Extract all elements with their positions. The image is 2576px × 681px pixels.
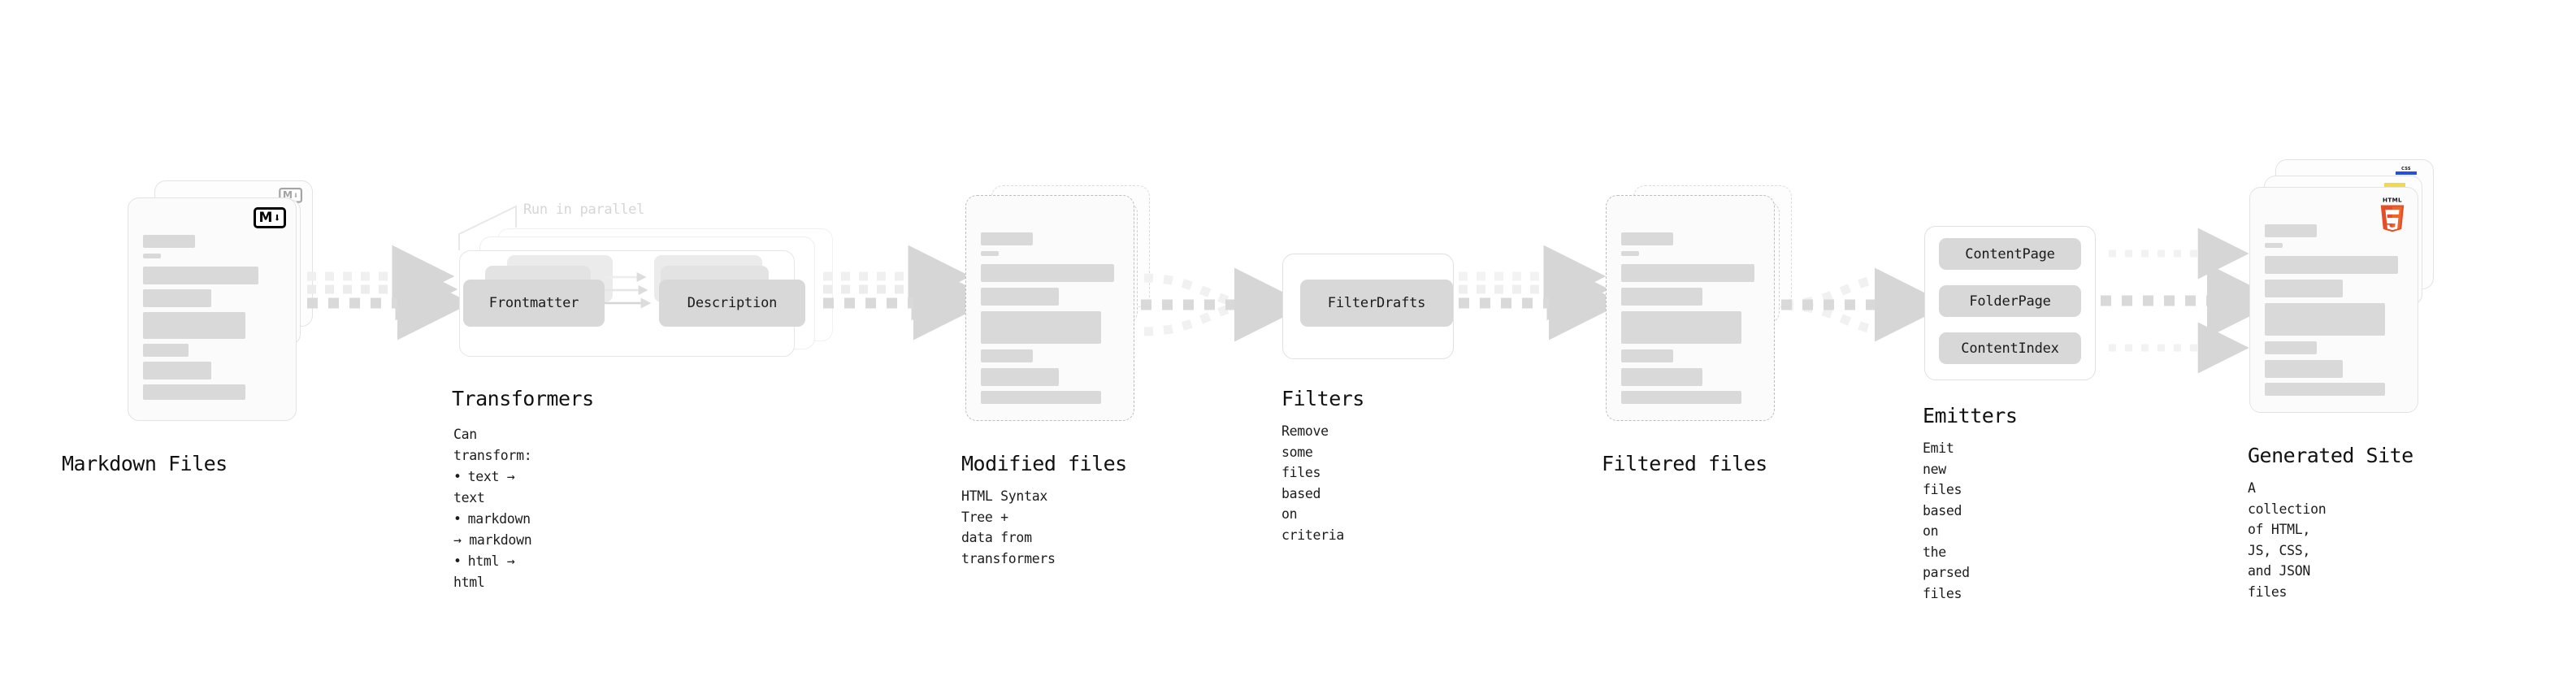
skeleton-bar — [1621, 232, 1673, 245]
skeleton-bar — [1621, 349, 1673, 362]
stage-subtitle-emitters: Emit new files based on the parsed files — [1923, 440, 1970, 601]
css-icon: CSS — [2396, 167, 2417, 176]
stage-title-transformers: Transformers — [452, 387, 594, 410]
skeleton-bar — [143, 384, 245, 400]
skeleton-bar — [981, 311, 1101, 344]
connector-transformers-to-modified — [823, 245, 987, 340]
skeleton-bar — [981, 264, 1114, 282]
stage-subtitle-generated-site: A collection of HTML, JS, CSS, and JSON … — [2248, 480, 2327, 600]
stage-subtitle-filters: Remove some files based on criteria — [1281, 423, 1345, 543]
emitter-node-contentpage[interactable]: ContentPage — [1939, 238, 2081, 270]
stage-title-generated-site: Generated Site — [2248, 444, 2413, 467]
skeleton-bar — [1621, 251, 1639, 256]
connector-emitters-to-site — [2101, 228, 2281, 374]
markdown-icon: M ⬇ — [254, 207, 286, 228]
modified-card-front — [965, 195, 1134, 421]
emitter-node-folderpage[interactable]: FolderPage — [1939, 285, 2081, 317]
skeleton-bar — [981, 368, 1059, 386]
skeleton-bar — [1621, 391, 1741, 404]
skeleton-bar — [143, 235, 195, 248]
skeleton-bar — [981, 391, 1101, 404]
skeleton-bar — [2265, 256, 2398, 274]
stage-title-markdown-files: Markdown Files — [62, 452, 228, 475]
transformer-inner-arrows — [605, 272, 652, 309]
skeleton-bar — [981, 349, 1033, 362]
css-icon-bar — [2396, 171, 2417, 175]
site-card-front: HTML — [2249, 187, 2418, 413]
skeleton-bar — [143, 312, 245, 339]
transformers-capabilities-list: text → text markdown → markdown html → h… — [453, 466, 532, 593]
skeleton-bar — [1621, 368, 1702, 386]
markdown-icon-arrow: ⬇ — [273, 210, 281, 225]
run-in-parallel-bracket — [458, 205, 517, 250]
html5-icon: HTML — [2380, 197, 2405, 232]
transformer-node-description[interactable]: Description — [659, 280, 805, 327]
connector-filtered-to-emitters — [1781, 267, 1949, 342]
transform-item: markdown → markdown — [453, 509, 532, 551]
stage-title-modified-files: Modified files — [961, 452, 1127, 475]
skeleton-bar — [143, 267, 258, 284]
skeleton-bar — [981, 232, 1033, 245]
stage-title-emitters: Emitters — [1923, 404, 2018, 427]
stage-title-filters: Filters — [1281, 387, 1364, 410]
markdown-icon-letter: M — [258, 209, 273, 226]
skeleton-bar — [143, 289, 211, 307]
transformers-capabilities: Can transform: text → text markdown → ma… — [453, 424, 532, 594]
skeleton-bar — [143, 254, 161, 258]
filtered-card-front — [1606, 195, 1775, 421]
skeleton-bar — [1621, 288, 1702, 306]
filter-node-filterdrafts[interactable]: FilterDrafts — [1300, 280, 1453, 327]
emitter-node-contentindex[interactable]: ContentIndex — [1939, 332, 2081, 364]
skeleton-bar — [2265, 224, 2317, 237]
skeleton-bar — [2265, 280, 2343, 297]
stage-title-filtered-files: Filtered files — [1602, 452, 1767, 475]
skeleton-bar — [2265, 303, 2385, 336]
transform-item: html → html — [453, 551, 531, 593]
transformers-capabilities-heading: Can transform: — [453, 427, 532, 464]
skeleton-bar — [2265, 243, 2283, 248]
skeleton-bar — [2265, 341, 2317, 354]
transformer-node-frontmatter[interactable]: Frontmatter — [463, 280, 605, 327]
skeleton-bar — [143, 362, 211, 380]
markdown-icon-arrow: ⬇ — [293, 189, 299, 201]
skeleton-bar — [1621, 264, 1754, 282]
connector-filters-to-filtered — [1459, 245, 1623, 340]
skeleton-bar — [2265, 383, 2385, 396]
css-icon-label: CSS — [2401, 167, 2411, 171]
skeleton-bar — [143, 344, 189, 357]
skeleton-bar — [2265, 360, 2343, 378]
skeleton-bar — [1621, 311, 1741, 344]
markdown-card-front: M ⬇ — [128, 197, 297, 421]
skeleton-bar — [981, 251, 999, 256]
connector-markdown-to-transformers — [307, 245, 471, 340]
run-in-parallel-label: Run in parallel — [523, 202, 645, 218]
transform-item: text → text — [453, 466, 531, 509]
connector-modified-to-filters — [1141, 267, 1308, 342]
stage-subtitle-modified-files: HTML Syntax Tree + data from transformer… — [961, 488, 1056, 566]
skeleton-bar — [981, 288, 1059, 306]
svg-text:HTML: HTML — [2383, 197, 2402, 204]
